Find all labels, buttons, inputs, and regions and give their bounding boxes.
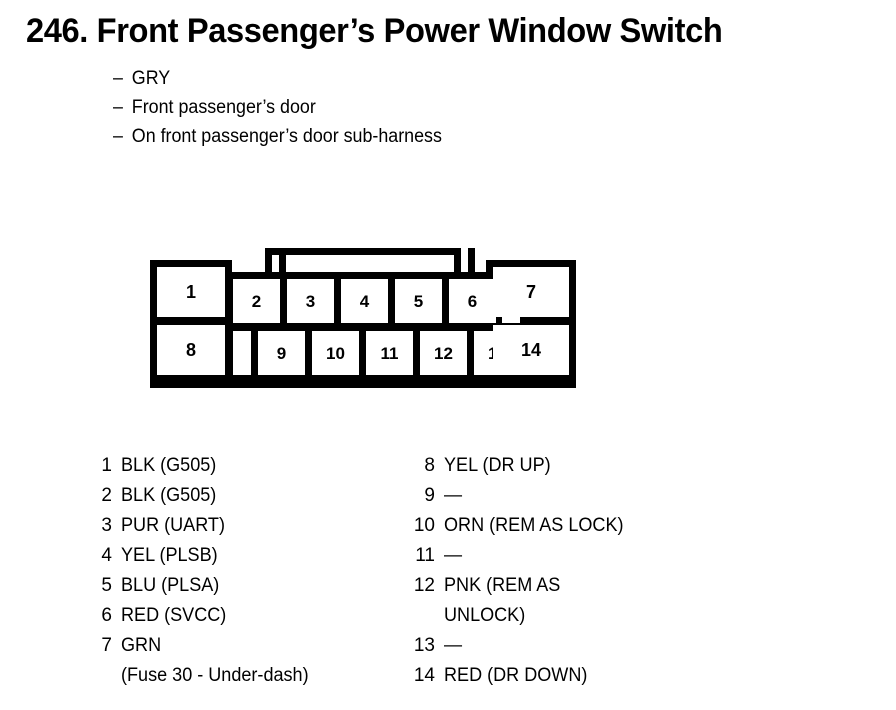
- pin-cell-6[interactable]: 6: [449, 279, 496, 323]
- page-title: 246. Front Passenger’s Power Window Swit…: [26, 12, 723, 50]
- pin-cell-2[interactable]: 2: [233, 279, 280, 323]
- legend-pin-number: 12: [413, 575, 435, 596]
- legend-row: 4 YEL (PLSB): [86, 545, 318, 575]
- legend-row: 7 GRN: [86, 635, 318, 665]
- legend-pin-label: BLU (PLSA): [121, 575, 220, 596]
- legend-pin-number: 5: [101, 575, 112, 596]
- legend-row: 1 BLK (G505): [86, 455, 318, 485]
- latch-tab-bar: [265, 248, 461, 255]
- legend-pin-number: 4: [101, 545, 112, 566]
- pin-cell-14[interactable]: 14: [493, 325, 569, 375]
- pin-legend-right: 8 YEL (DR UP) 9 — 10 ORN (REM AS LOCK) 1…: [409, 455, 633, 695]
- legend-row: 2 BLK (G505): [86, 485, 318, 515]
- latch-post-left-inner: [279, 248, 286, 278]
- pin-cell-4[interactable]: 4: [341, 279, 388, 323]
- legend-row: 5 BLU (PLSA): [86, 575, 318, 605]
- legend-pin-label: RED (SVCC): [121, 605, 227, 626]
- pin-cell-3[interactable]: 3: [287, 279, 334, 323]
- pin-cell-5[interactable]: 5: [395, 279, 442, 323]
- pin-cell-8[interactable]: 8: [157, 325, 225, 375]
- legend-continuation: UNLOCK): [409, 605, 633, 635]
- legend-row: 13 —: [409, 635, 633, 665]
- legend-pin-number: 13: [413, 635, 435, 656]
- legend-pin-label: YEL (PLSB): [121, 545, 218, 566]
- legend-continuation-text: (Fuse 30 - Under-dash): [121, 665, 309, 686]
- pin-cell-11[interactable]: 11: [366, 331, 413, 375]
- legend-row: 8 YEL (DR UP): [409, 455, 633, 485]
- legend-pin-label: —: [444, 485, 463, 506]
- subtitle-item-color: –GRY: [113, 64, 442, 93]
- subtitle-list: –GRY –Front passenger’s door –On front p…: [113, 64, 463, 151]
- legend-row: 9 —: [409, 485, 633, 515]
- pin-cell-1[interactable]: 1: [157, 267, 225, 317]
- legend-pin-label: RED (DR DOWN): [444, 665, 588, 686]
- legend-pin-label: PNK (REM AS: [444, 575, 561, 596]
- legend-row: 6 RED (SVCC): [86, 605, 318, 635]
- legend-pin-label: BLK (G505): [121, 485, 217, 506]
- legend-pin-number: 11: [415, 545, 435, 566]
- latch-post-left-outer: [265, 248, 272, 278]
- pin-cell-12[interactable]: 12: [420, 331, 467, 375]
- pin-cell-10[interactable]: 10: [312, 331, 359, 375]
- legend-pin-number: 7: [101, 635, 112, 656]
- legend-pin-label: PUR (UART): [121, 515, 225, 536]
- legend-row: 3 PUR (UART): [86, 515, 318, 545]
- pin-cell-spacer-bottom: [233, 331, 251, 375]
- legend-pin-number: 3: [101, 515, 112, 536]
- legend-pin-number: 1: [101, 455, 112, 476]
- legend-row: 12 PNK (REM AS: [409, 575, 633, 605]
- legend-continuation: (Fuse 30 - Under-dash): [86, 665, 318, 695]
- legend-pin-number: 14: [413, 665, 435, 686]
- dash-marker-icon: –: [113, 68, 123, 89]
- dash-marker-icon: –: [113, 97, 123, 118]
- latch-post-right-inner: [468, 248, 475, 278]
- legend-row: 14 RED (DR DOWN): [409, 665, 633, 695]
- subtitle-item-harness: –On front passenger’s door sub-harness: [113, 122, 442, 151]
- legend-pin-number: 6: [101, 605, 112, 626]
- connector-diagram: 1 2 3 4 5 6 7 8 9 10 11 12 13 14: [150, 246, 576, 388]
- subtitle-text: Front passenger’s door: [131, 97, 316, 118]
- legend-pin-label: ORN (REM AS LOCK): [444, 515, 624, 536]
- legend-continuation-text: UNLOCK): [444, 605, 526, 626]
- legend-pin-number: 9: [424, 485, 435, 506]
- legend-row: 11 —: [409, 545, 633, 575]
- dash-marker-icon: –: [113, 126, 123, 147]
- legend-pin-label: —: [444, 635, 463, 656]
- pin-cell-9[interactable]: 9: [258, 331, 305, 375]
- subtitle-item-location: –Front passenger’s door: [113, 93, 442, 122]
- legend-pin-label: BLK (G505): [121, 455, 217, 476]
- legend-pin-label: YEL (DR UP): [444, 455, 551, 476]
- legend-pin-number: 8: [424, 455, 435, 476]
- pin-legend-left: 1 BLK (G505) 2 BLK (G505) 3 PUR (UART) 4…: [86, 455, 318, 695]
- legend-row: 10 ORN (REM AS LOCK): [409, 515, 633, 545]
- legend-pin-number: 2: [101, 485, 112, 506]
- subtitle-text: On front passenger’s door sub-harness: [131, 126, 442, 147]
- legend-pin-label: —: [444, 545, 463, 566]
- pin-cell-7[interactable]: 7: [493, 267, 569, 317]
- subtitle-text: GRY: [131, 68, 171, 89]
- latch-post-right-outer: [454, 248, 461, 278]
- legend-pin-label: GRN: [121, 635, 162, 656]
- shell-base-bar: [150, 372, 576, 388]
- legend-pin-number: 10: [413, 515, 435, 536]
